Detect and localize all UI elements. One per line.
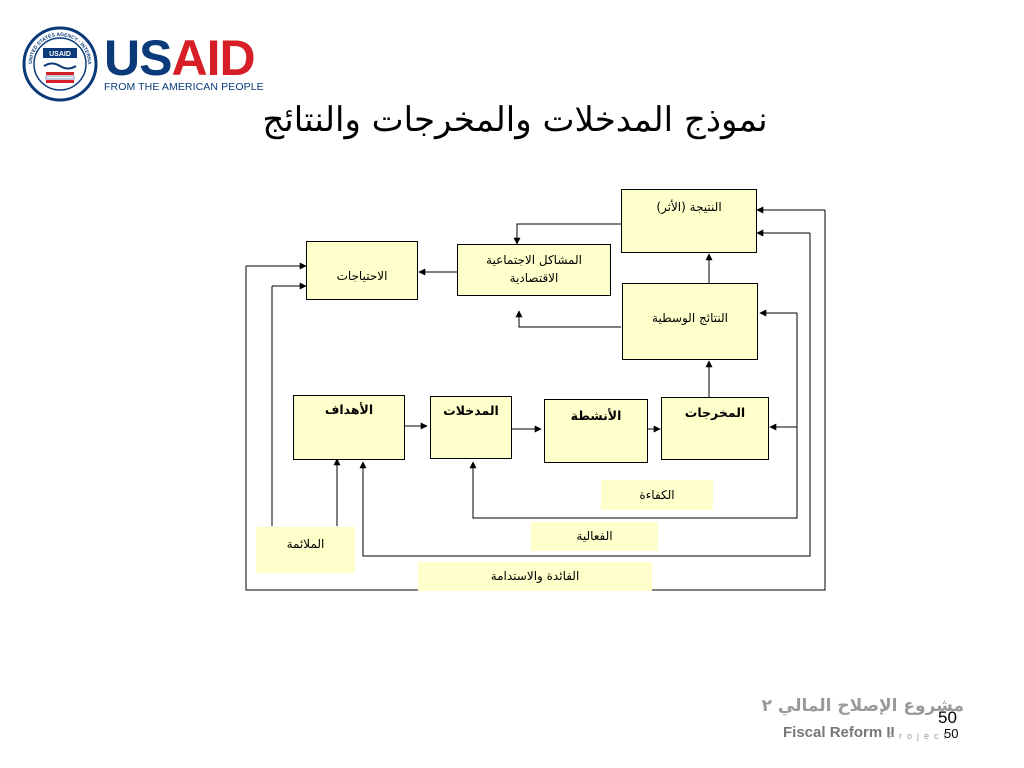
label-relevance: الملائمة xyxy=(256,527,355,573)
page-number: 50 xyxy=(938,708,957,727)
footer-project-word: Project xyxy=(888,731,952,741)
footer-project-arabic: مشروع الإصلاح المالي ٢ xyxy=(761,696,964,716)
box-needs: الاحتياجات xyxy=(306,241,418,300)
usaid-seal-icon: USAID UNITED STATES AGENCY · INTERNATION… xyxy=(22,26,98,102)
box-activities: الأنشطة xyxy=(544,399,648,463)
box-inputs: المدخلات xyxy=(430,396,512,459)
label-effectiveness: الفعالية xyxy=(531,522,658,551)
box-outcome: النتيجة (الأثر) xyxy=(621,189,757,253)
line-efficiency xyxy=(472,313,798,519)
label-efficiency: الكفاءة xyxy=(601,480,713,510)
usaid-tagline: FROM THE AMERICAN PEOPLE xyxy=(104,81,264,93)
label-utility-sustainability: الفائدة والاستدامة xyxy=(418,562,652,591)
footer-fiscal-reform: Fiscal Reform II xyxy=(783,724,895,741)
arrow-outcome-problems xyxy=(513,223,621,245)
box-social-problems: المشاكل الاجتماعية الاقتصادية xyxy=(457,244,611,296)
page-number-secondary: 50 xyxy=(944,726,959,741)
box-intermediate: النتائج الوسطية xyxy=(622,283,758,360)
page-title: نموذج المدخلات والمخرجات والنتائج xyxy=(262,100,768,140)
seal-center-text: USAID xyxy=(49,51,71,58)
line-effectiveness xyxy=(362,233,811,557)
arrow-intermediate-problems xyxy=(515,310,621,328)
box-objectives: الأهداف xyxy=(293,395,405,460)
box-outputs: المخرجات xyxy=(661,397,769,460)
usaid-wordmark: USAID xyxy=(104,30,256,86)
